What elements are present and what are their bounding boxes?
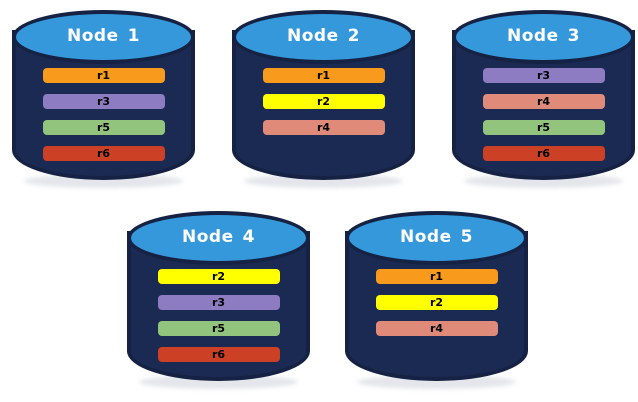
cylinder-top-ellipse: Node 4 — [127, 211, 310, 265]
shard-bar[interactable]: r5 — [482, 120, 605, 135]
node-title-word: Node — [287, 25, 339, 46]
cylinder-top-ellipse: Node 5 — [345, 211, 528, 265]
cylinder-top-ellipse: Node 3 — [452, 10, 635, 64]
shard-bar[interactable]: r5 — [157, 321, 280, 336]
node-title-word: Node — [507, 25, 559, 46]
database-node-cylinder[interactable]: r1 r2 r4 Node 2 — [232, 6, 415, 191]
node-title: Node 5 — [400, 226, 473, 247]
cylinder-shadow — [139, 375, 298, 389]
shard-bar[interactable]: r1 — [42, 68, 165, 83]
database-node-cylinder[interactable]: r2 r3 r5 r6 Node 4 — [127, 207, 310, 392]
database-node-cylinder[interactable]: r1 r2 r4 Node 5 — [345, 207, 528, 392]
shard-bar[interactable]: r2 — [157, 269, 280, 284]
shard-bar[interactable]: r3 — [42, 94, 165, 109]
node-title: Node 3 — [507, 25, 580, 46]
cylinder-shadow — [24, 174, 183, 188]
node-title-word: Node — [400, 226, 452, 247]
shard-bar[interactable]: r4 — [482, 94, 605, 109]
cylinder-shadow — [357, 375, 516, 389]
shard-stack: r1 r2 r4 — [345, 269, 528, 336]
node-title-word: Node — [182, 226, 234, 247]
shard-bar[interactable]: r2 — [262, 94, 385, 109]
node-title: Node 4 — [182, 226, 255, 247]
node-title-number: 4 — [242, 226, 255, 247]
shard-bar[interactable]: r6 — [482, 146, 605, 161]
shard-stack: r3 r4 r5 r6 — [452, 68, 635, 161]
cylinder-top-ellipse: Node 1 — [12, 10, 195, 64]
shard-stack: r1 r2 r4 — [232, 68, 415, 135]
database-node-cylinder[interactable]: r3 r4 r5 r6 Node 3 — [452, 6, 635, 191]
shard-stack: r1 r3 r5 r6 — [12, 68, 195, 161]
node-title-number: 2 — [347, 25, 360, 46]
shard-bar[interactable]: r3 — [157, 295, 280, 310]
shard-bar[interactable]: r4 — [375, 321, 498, 336]
shard-bar[interactable]: r4 — [262, 120, 385, 135]
shard-bar[interactable]: r5 — [42, 120, 165, 135]
shard-bar[interactable]: r1 — [375, 269, 498, 284]
node-title: Node 1 — [67, 25, 140, 46]
shard-stack: r2 r3 r5 r6 — [127, 269, 310, 362]
shard-bar[interactable]: r6 — [157, 347, 280, 362]
shard-bar[interactable]: r1 — [262, 68, 385, 83]
node-title-number: 5 — [460, 226, 473, 247]
node-title-number: 3 — [567, 25, 580, 46]
shard-bar[interactable]: r3 — [482, 68, 605, 83]
cylinder-top-ellipse: Node 2 — [232, 10, 415, 64]
database-node-cylinder[interactable]: r1 r3 r5 r6 Node 1 — [12, 6, 195, 191]
node-title: Node 2 — [287, 25, 360, 46]
cylinder-shadow — [464, 174, 623, 188]
shard-bar[interactable]: r2 — [375, 295, 498, 310]
node-title-word: Node — [67, 25, 119, 46]
cylinder-shadow — [244, 174, 403, 188]
shard-bar[interactable]: r6 — [42, 146, 165, 161]
node-title-number: 1 — [127, 25, 140, 46]
